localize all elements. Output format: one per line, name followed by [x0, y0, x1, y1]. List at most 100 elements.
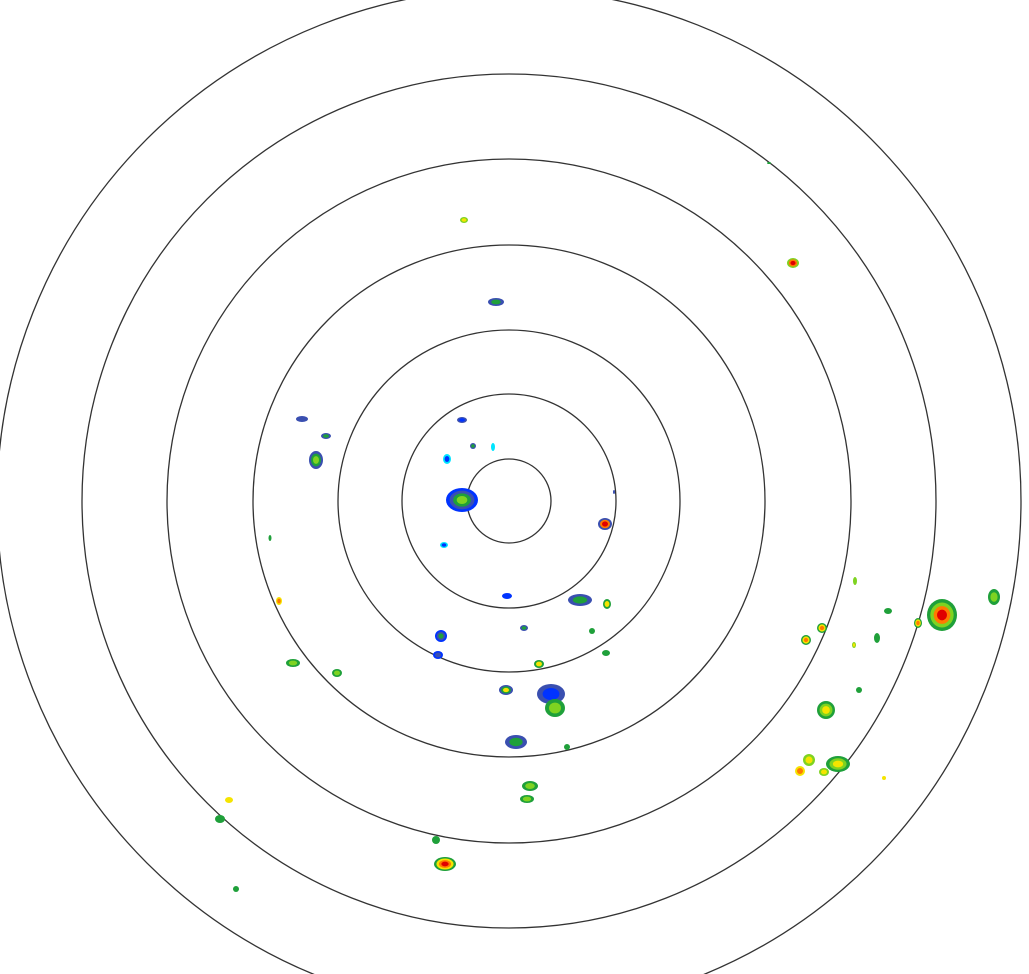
echo-cell — [801, 635, 811, 645]
echo-blue — [441, 543, 447, 547]
echo-cell — [852, 642, 856, 648]
echo-cell — [276, 597, 282, 605]
echo-cell — [502, 593, 512, 599]
echo-light — [323, 434, 329, 438]
echo-cell — [598, 518, 612, 530]
echo-heavy — [805, 756, 813, 764]
echo-heavy — [822, 706, 830, 714]
echo-cell — [795, 766, 805, 776]
echo-heavy — [225, 797, 233, 803]
echo-intense — [803, 637, 809, 643]
echo-cell — [332, 669, 342, 677]
echo-cell — [233, 886, 239, 892]
echo-cell — [520, 625, 528, 631]
echo-heavy — [832, 760, 844, 768]
echo-cell — [499, 685, 513, 695]
range-ring-6 — [81, 73, 937, 929]
echo-weak — [296, 416, 308, 422]
echo-moderate — [456, 496, 468, 504]
echo-cell — [787, 258, 799, 268]
echo-cell — [874, 633, 880, 643]
echo-cell — [460, 217, 468, 223]
echo-light — [856, 687, 862, 693]
echo-cell — [443, 454, 451, 464]
echo-cell — [988, 589, 1000, 605]
echo-cell — [568, 594, 592, 606]
echo-cell — [589, 628, 595, 634]
echo-moderate — [853, 577, 857, 585]
echo-cell — [309, 451, 323, 469]
echo-cell — [268, 535, 272, 541]
echo-cell — [491, 443, 495, 451]
echo-cell — [817, 623, 827, 633]
echo-intense — [819, 625, 825, 631]
echo-cell — [817, 701, 835, 719]
echo-cell — [440, 542, 448, 548]
echo-weak — [613, 490, 615, 494]
echo-moderate — [525, 783, 535, 789]
echo-cell — [470, 443, 476, 449]
echo-cell — [488, 298, 504, 306]
echo-moderate — [990, 592, 998, 602]
echo-light — [438, 633, 444, 639]
echo-cell — [564, 744, 570, 750]
echo-cell — [457, 417, 467, 423]
echo-extreme — [602, 521, 608, 527]
echo-cell — [767, 162, 771, 164]
echo-cell — [914, 618, 922, 628]
echo-blue — [542, 688, 560, 700]
echo-heavy — [604, 601, 610, 607]
echo-cell — [826, 756, 850, 772]
echo-light — [233, 886, 239, 892]
echo-intense — [277, 598, 281, 604]
range-ring-2 — [401, 393, 617, 609]
echo-cell — [286, 659, 300, 667]
echo-heavy — [536, 661, 542, 667]
echo-blue — [502, 593, 512, 599]
echo-light — [589, 628, 595, 634]
echo-cyan — [491, 443, 495, 451]
echo-light — [491, 299, 501, 305]
echo-cell — [537, 684, 565, 704]
echo-cell — [446, 488, 478, 512]
echo-moderate — [288, 660, 298, 666]
echo-cell — [602, 650, 610, 656]
range-ring-5 — [166, 158, 852, 844]
echo-light — [874, 633, 880, 643]
echo-cell — [520, 795, 534, 803]
echo-light — [521, 626, 527, 630]
echo-heavy — [461, 218, 467, 222]
precipitation-echoes — [215, 162, 1000, 892]
echo-heavy — [503, 687, 509, 693]
echo-moderate — [549, 702, 561, 714]
echo-light — [268, 535, 272, 541]
echo-light — [564, 744, 570, 750]
echo-heavy — [852, 643, 856, 647]
echo-cell — [225, 797, 233, 803]
echo-cell — [882, 776, 886, 780]
echo-extreme — [790, 260, 796, 266]
echo-cell — [927, 599, 957, 631]
echo-light — [432, 836, 440, 844]
echo-light — [509, 737, 523, 747]
echo-heavy — [821, 769, 827, 775]
range-ring-3 — [337, 329, 681, 673]
echo-light — [471, 444, 475, 448]
echo-light — [215, 815, 225, 823]
range-ring-1 — [466, 458, 552, 544]
echo-moderate — [313, 456, 319, 464]
echo-intense — [916, 620, 920, 626]
echo-cell — [435, 630, 447, 642]
echo-cell — [534, 660, 544, 668]
echo-cell — [434, 857, 456, 871]
echo-cell — [545, 699, 565, 717]
echo-weak — [435, 652, 441, 658]
echo-cell — [803, 754, 815, 766]
echo-blue — [459, 418, 465, 422]
echo-cell — [505, 735, 527, 749]
echo-intense — [797, 768, 803, 774]
echo-cell — [613, 490, 615, 494]
